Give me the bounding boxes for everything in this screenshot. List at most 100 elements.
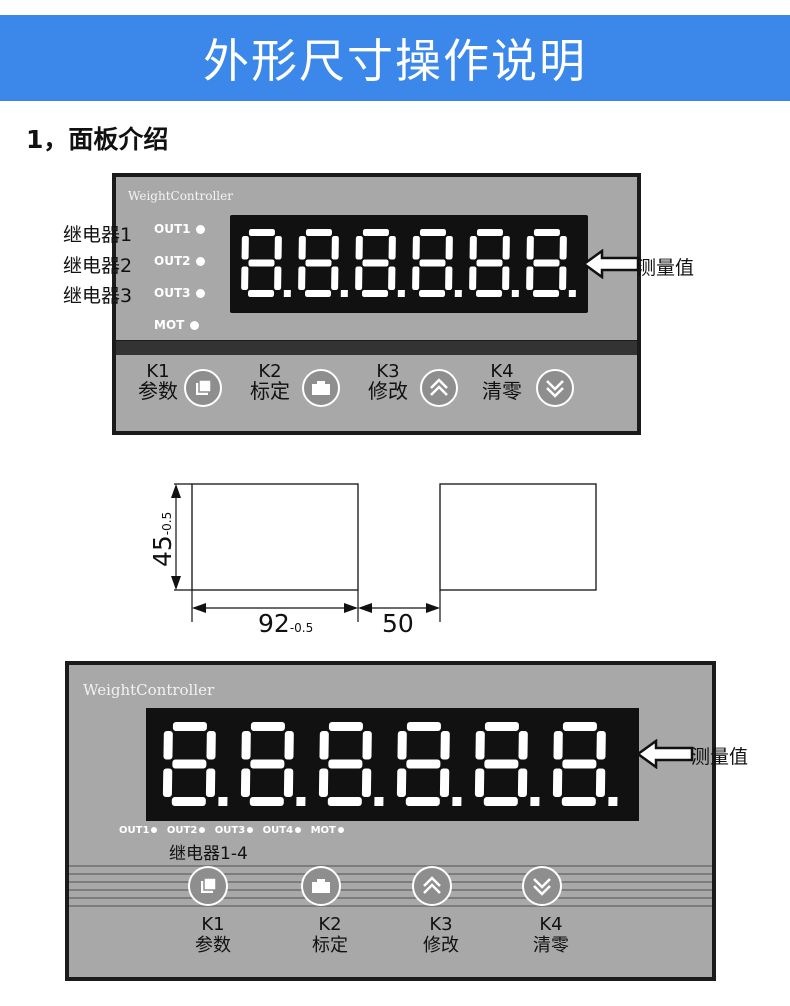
segment — [552, 768, 563, 797]
segment — [250, 722, 285, 731]
brand-label: WeightController — [128, 189, 233, 203]
decimal-point — [608, 797, 618, 806]
panel-face: WeightController OUT1 OUT2 OUT3 OUT4 MOT… — [69, 665, 712, 977]
segment — [406, 722, 441, 731]
segment — [561, 797, 596, 806]
digit-eight — [162, 722, 228, 806]
segment — [171, 797, 206, 806]
indicator-out3: OUT3 — [214, 825, 246, 836]
segment — [331, 266, 339, 290]
indicator-out2: OUT2 — [154, 254, 206, 268]
page-title: 外形尺寸操作说明 — [203, 34, 587, 88]
section-title: 1，面板介绍 — [26, 125, 169, 154]
stripe — [69, 905, 712, 907]
chevron-up-icon — [423, 876, 441, 894]
calibrate-icon — [312, 381, 330, 395]
stripe — [69, 873, 712, 875]
segment — [596, 731, 606, 760]
segment — [241, 236, 249, 260]
segment — [595, 768, 606, 797]
decimal-point — [530, 797, 540, 806]
segment — [362, 259, 389, 267]
segment — [298, 266, 306, 290]
param-button[interactable] — [184, 369, 222, 407]
modify-up-button[interactable] — [420, 369, 458, 407]
segment — [274, 236, 282, 260]
segment — [419, 229, 446, 236]
zero-down-button[interactable] — [522, 866, 562, 906]
segment — [241, 266, 249, 290]
decimal-point — [568, 290, 576, 297]
segment — [533, 259, 560, 267]
segment — [405, 797, 440, 806]
indicator-out1: OUT1 — [119, 825, 150, 836]
segment — [484, 759, 519, 769]
segment — [305, 229, 332, 236]
segment — [475, 731, 485, 760]
indicator-mot: MOT — [154, 318, 200, 332]
indicator-row: OUT1 OUT2 OUT3 OUT4 MOT — [119, 825, 350, 836]
segment — [248, 229, 275, 236]
segment — [328, 759, 363, 769]
digit-eight — [355, 229, 405, 297]
digit-eight — [298, 229, 348, 297]
param-icon — [201, 877, 217, 893]
segment — [502, 266, 510, 290]
segment — [440, 731, 450, 760]
segment — [396, 768, 407, 797]
segment — [206, 731, 216, 760]
segment — [533, 290, 560, 297]
seven-segment-digits — [241, 229, 576, 297]
digit-eight — [318, 722, 384, 806]
segment — [319, 731, 329, 760]
segment — [469, 236, 477, 260]
indicator-out3: OUT3 — [154, 286, 206, 300]
segment — [355, 236, 363, 260]
segment — [305, 259, 332, 267]
seven-segment-digits — [162, 722, 618, 806]
segment — [526, 266, 534, 290]
calibrate-button[interactable] — [302, 369, 340, 407]
segment — [355, 266, 363, 290]
stripe — [69, 889, 712, 891]
segment — [476, 290, 503, 297]
segment — [533, 229, 560, 236]
indicator-mot: MOT — [310, 825, 336, 836]
decimal-point — [397, 290, 405, 297]
segment — [241, 731, 251, 760]
segment — [163, 731, 173, 760]
chevron-down-icon — [533, 878, 551, 896]
dimension-drawing — [171, 483, 597, 622]
relay-label-3: 继电器3 — [63, 285, 133, 307]
arrow-left-icon — [636, 739, 694, 769]
chevron-down-icon — [546, 380, 564, 398]
digit-eight — [240, 722, 306, 806]
stripe — [69, 881, 712, 883]
segment — [361, 768, 372, 797]
decimal-point — [452, 797, 462, 806]
modify-up-button[interactable] — [412, 866, 452, 906]
height-dimension: 45-0.5 — [148, 511, 177, 567]
arrow-left-icon — [582, 249, 640, 279]
segment — [469, 266, 477, 290]
segment — [476, 259, 503, 267]
calibrate-button[interactable] — [301, 866, 341, 906]
segment — [248, 259, 275, 267]
relay-label: 继电器1-4 — [169, 844, 248, 864]
segment — [305, 290, 332, 297]
indicator-out2: OUT2 — [166, 825, 198, 836]
stripe — [69, 897, 712, 899]
segment — [172, 759, 207, 769]
segment — [445, 236, 453, 260]
param-button[interactable] — [188, 866, 228, 906]
segment — [298, 236, 306, 260]
segment — [327, 797, 362, 806]
segment — [553, 731, 563, 760]
divider-strip — [116, 341, 637, 355]
segment — [419, 290, 446, 297]
zero-down-button[interactable] — [536, 369, 574, 407]
